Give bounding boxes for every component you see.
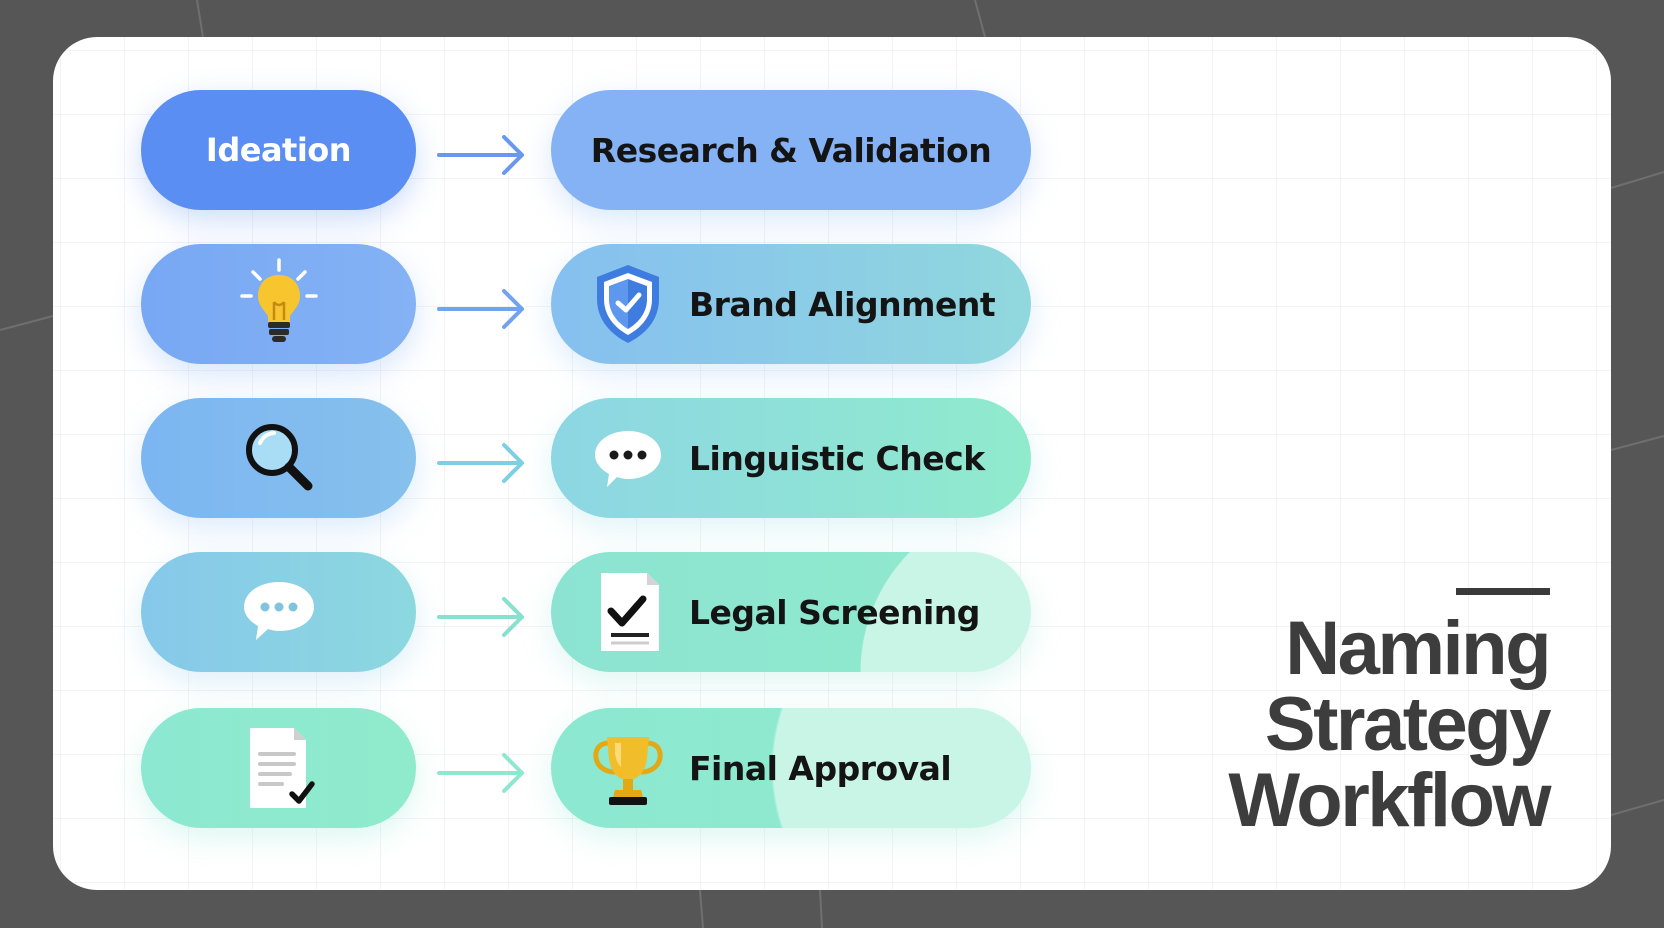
document-check-pill xyxy=(141,708,416,828)
legal-screening-label: Legal Screening xyxy=(689,592,980,632)
final-approval-label: Final Approval xyxy=(689,748,952,788)
flow-arrow xyxy=(434,130,534,180)
speech-bubble-icon xyxy=(234,572,324,652)
speech-bubble-pill xyxy=(141,552,416,672)
flow-arrow xyxy=(434,592,534,642)
flow-arrow xyxy=(434,284,534,334)
lightbulb-icon xyxy=(234,256,324,352)
legal-screening-pill: Legal Screening xyxy=(551,552,1031,672)
magnifier-icon xyxy=(234,413,324,503)
speech-bubble-icon xyxy=(587,413,669,503)
title-line-1: Naming xyxy=(1285,606,1551,691)
lightbulb-pill xyxy=(141,244,416,364)
checklist-document-icon xyxy=(587,567,669,657)
research-validation-pill: Research & Validation xyxy=(551,90,1031,210)
ideation-label: Ideation xyxy=(205,131,352,169)
trophy-icon xyxy=(587,723,669,813)
linguistic-check-pill: Linguistic Check xyxy=(551,398,1031,518)
flow-arrow xyxy=(434,438,534,488)
research-validation-label: Research & Validation xyxy=(590,130,992,170)
brand-alignment-label: Brand Alignment xyxy=(689,284,996,324)
flow-arrow xyxy=(434,748,534,798)
magnifier-pill xyxy=(141,398,416,518)
ideation-pill: Ideation xyxy=(141,90,416,210)
page-title: Naming Strategy Workflow xyxy=(1228,606,1552,843)
title-line-3: Workflow xyxy=(1228,758,1551,843)
title-line-2: Strategy xyxy=(1264,682,1552,767)
document-check-icon xyxy=(234,720,324,816)
shield-check-icon xyxy=(587,259,669,349)
workflow-card: Ideation Research & Validation xyxy=(53,37,1611,890)
linguistic-check-label: Linguistic Check xyxy=(689,438,985,478)
title-accent-bar xyxy=(1456,588,1550,595)
brand-alignment-pill: Brand Alignment xyxy=(551,244,1031,364)
final-approval-pill: Final Approval xyxy=(551,708,1031,828)
